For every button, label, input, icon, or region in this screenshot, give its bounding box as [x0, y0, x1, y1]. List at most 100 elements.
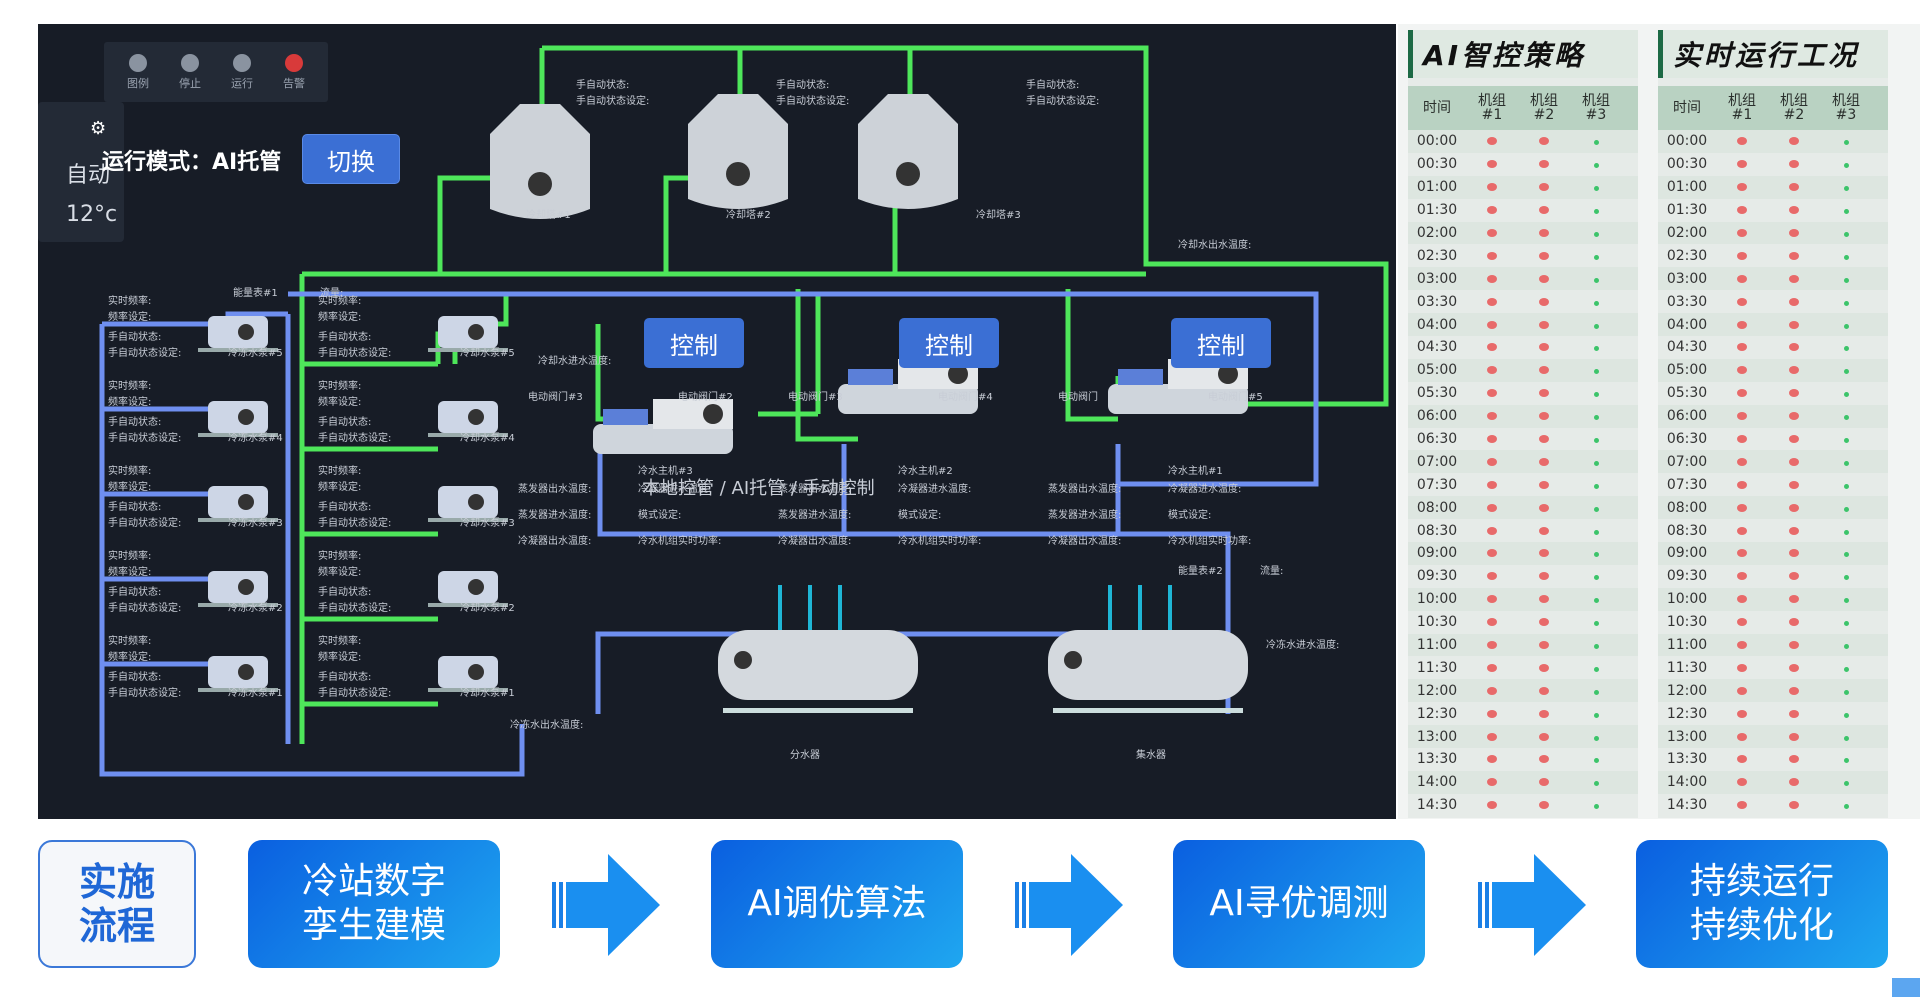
status-on-icon: [1843, 529, 1849, 535]
time-cell: 10:30: [1666, 614, 1708, 631]
toolbar-item-3[interactable]: 告警: [283, 53, 305, 91]
cooling-tower-2[interactable]: [688, 94, 788, 209]
cooling-pump-3[interactable]: [428, 486, 508, 522]
status-cell: [1518, 637, 1570, 653]
time-cell: 00:00: [1416, 133, 1458, 150]
status-off-icon: [1737, 229, 1747, 237]
table-row: 08:00: [1408, 496, 1638, 520]
status-cell: [1570, 156, 1622, 172]
status-cell: [1716, 362, 1768, 378]
status-cell: [1466, 133, 1518, 149]
table-row: 09:30: [1658, 565, 1888, 588]
status-cell: [1820, 156, 1872, 172]
time-cell: 05:30: [1416, 385, 1458, 402]
toolbar-item-label: 告警: [283, 76, 305, 90]
water-tank-1[interactable]: [718, 585, 918, 713]
pump-name: 冷却水泵#1: [460, 688, 515, 699]
cooling-tower-1[interactable]: [490, 104, 590, 219]
status-cell: [1768, 683, 1820, 699]
flow-label: 流量:: [320, 288, 344, 299]
table-row: 11:30: [1658, 656, 1888, 679]
cooling-pump-2[interactable]: [428, 571, 508, 607]
status-cell: [1716, 683, 1768, 699]
status-off-icon: [1737, 435, 1747, 444]
chiller-name: 冷水主机#1: [1168, 466, 1223, 477]
control-button-2[interactable]: 控制: [899, 318, 999, 368]
status-cell: [1820, 797, 1872, 813]
cooling-pump-5[interactable]: [428, 316, 508, 352]
status-cell: [1768, 477, 1820, 493]
chilled-pump-4[interactable]: [198, 401, 278, 437]
chilled-pump-1[interactable]: [198, 656, 278, 692]
pump-label: 频率设定:: [318, 567, 362, 578]
status-cell: [1716, 202, 1768, 218]
status-on-icon: [1593, 575, 1599, 581]
control-button-3[interactable]: 控制: [1171, 318, 1271, 368]
flow-arrow-3: [1478, 854, 1586, 956]
status-off-icon: [1487, 480, 1497, 489]
status-cell: [1466, 271, 1518, 287]
chiller-label: 冷水机组实时功率:: [638, 536, 722, 547]
time-cell: 04:00: [1666, 316, 1708, 333]
status-cell: [1768, 660, 1820, 676]
toolbar-item-2[interactable]: 运行: [231, 53, 253, 91]
table-row: 10:30: [1658, 611, 1888, 634]
status-on-icon: [1843, 483, 1849, 489]
status-cell: [1466, 156, 1518, 172]
table-row: 13:30: [1408, 748, 1638, 771]
cooling-pump-4[interactable]: [428, 401, 508, 437]
gear-icon[interactable]: ⚙: [90, 118, 107, 139]
status-cell: [1570, 637, 1622, 653]
table-row: 06:30: [1408, 428, 1638, 451]
status-cell: [1716, 637, 1768, 653]
control-button-1[interactable]: 控制: [644, 318, 744, 368]
chiller-name: 冷水主机#2: [898, 466, 953, 477]
pump-label: 手自动状态:: [108, 332, 162, 343]
status-cell: [1518, 248, 1570, 264]
status-on-icon: [1843, 666, 1849, 672]
status-on-icon: [1593, 712, 1599, 718]
status-off-icon: [1487, 595, 1497, 604]
chiller-3[interactable]: [593, 399, 733, 454]
pump-name: 冷却水泵#3: [460, 518, 515, 529]
toolbar-item-1[interactable]: 停止: [179, 53, 201, 91]
pump-label: 频率设定:: [108, 482, 152, 493]
status-cell: [1768, 729, 1820, 745]
cooling-pipe: [1065, 289, 1118, 422]
tower-label: 手自动状态设定:: [1026, 96, 1100, 107]
status-cell: [1820, 362, 1872, 378]
table-row: 03:30: [1658, 290, 1888, 313]
table-row: 03:30: [1408, 290, 1638, 313]
water-tank-2[interactable]: [1048, 585, 1248, 713]
table-row: 05:30: [1408, 382, 1638, 405]
time-cell: 05:30: [1666, 385, 1708, 402]
status-cell: [1570, 706, 1622, 722]
time-cell: 03:30: [1416, 293, 1458, 310]
status-cell: [1466, 729, 1518, 745]
status-off-icon: [1789, 366, 1799, 375]
toolbar-item-0[interactable]: 图例: [127, 53, 149, 91]
status-cell: [1518, 729, 1570, 745]
status-off-icon: [1737, 320, 1747, 329]
status-off-icon: [1539, 503, 1549, 512]
chilled-pump-2[interactable]: [198, 571, 278, 607]
status-on-icon: [1843, 392, 1849, 398]
status-off-icon: [1539, 343, 1549, 352]
cooling-tower-3[interactable]: [858, 94, 958, 209]
chilled-pump-5[interactable]: [198, 316, 278, 352]
status-off-icon: [1487, 160, 1497, 169]
switch-button[interactable]: 切换: [302, 134, 400, 184]
cooling-pump-1[interactable]: [428, 656, 508, 692]
pump-label: 手自动状态设定:: [318, 348, 392, 359]
pump-name: 冷却水泵#4: [460, 433, 515, 444]
time-cell: 13:00: [1416, 728, 1458, 745]
chilled-pump-3[interactable]: [198, 486, 278, 522]
status-cell: [1518, 133, 1570, 149]
status-cell: [1768, 248, 1820, 264]
status-on-icon: [1593, 506, 1599, 512]
status-cell: [1768, 545, 1820, 561]
chiller-name: 冷水主机#3: [638, 466, 693, 477]
status-off-icon: [1737, 801, 1747, 810]
